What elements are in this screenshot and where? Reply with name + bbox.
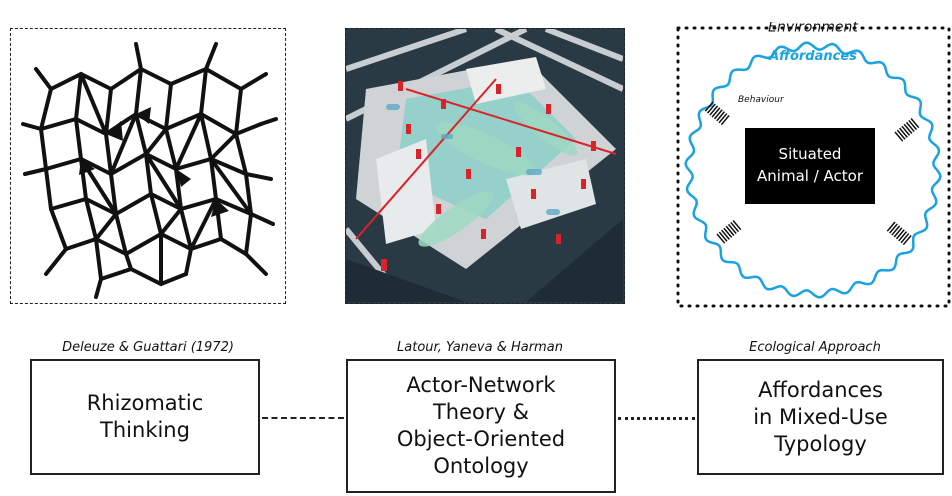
ecological-approach-diagram: Environment Affordances Behaviour Situat… [675, 20, 952, 308]
rhizome-network-graphic [21, 42, 278, 299]
concept-box-ant-ooo: Actor-Network Theory & Object-Oriented O… [346, 359, 616, 493]
caption-deleuze-guattari: Deleuze & Guattari (1972) [62, 340, 234, 355]
dashed-connector [262, 417, 344, 419]
rhizome-network-image [10, 28, 286, 304]
caption-latour-yaneva-harman: Latour, Yaneva & Harman [397, 340, 563, 355]
concept-title-affordances: Affordances in Mixed-Use Typology [753, 377, 888, 456]
behaviour-label: Behaviour [738, 95, 785, 105]
concept-box-affordances: Affordances in Mixed-Use Typology [697, 359, 944, 475]
concept-box-rhizomatic: Rhizomatic Thinking [30, 359, 260, 475]
concept-title-ant-ooo: Actor-Network Theory & Object-Oriented O… [396, 373, 566, 478]
environment-label: Environment [768, 22, 858, 36]
urban-plan-graphic [346, 29, 624, 303]
affordances-boundary [684, 41, 942, 299]
caption-ecological-approach: Ecological Approach [749, 340, 881, 355]
ecology-graphic: Environment Affordances Behaviour Situat… [676, 20, 951, 308]
actor-label-line1: Situated [779, 145, 842, 163]
concept-title-rhizomatic: Rhizomatic Thinking [86, 391, 204, 442]
urban-plan-image [345, 28, 625, 304]
dotted-connector [618, 417, 695, 420]
affordances-label: Affordances [768, 49, 857, 64]
actor-box [745, 128, 875, 204]
actor-label-line2: Animal / Actor [757, 167, 864, 185]
environment-boundary [676, 26, 951, 308]
